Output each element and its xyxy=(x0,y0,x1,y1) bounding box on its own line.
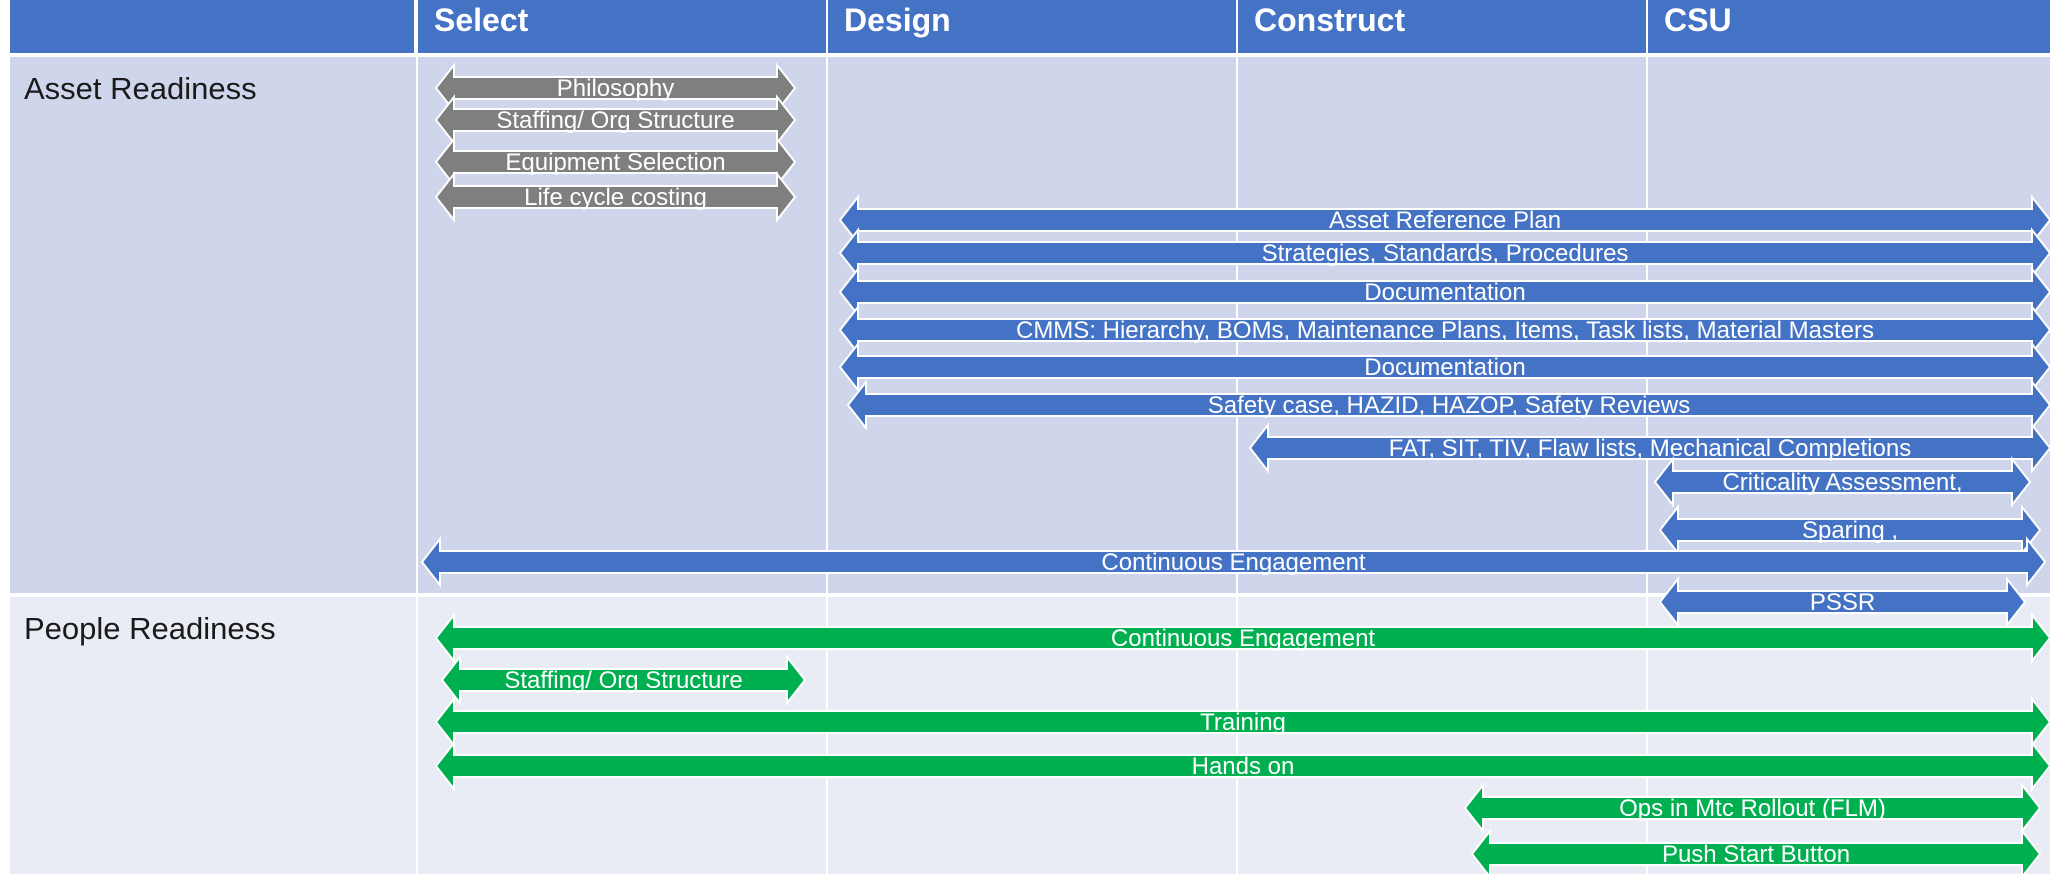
arrow-label: Strategies, Standards, Procedures xyxy=(1262,240,1629,267)
arrow-7: Documentation xyxy=(838,266,2052,318)
arrow-shape xyxy=(1653,456,2032,508)
arrow-label: Staffing/ Org Structure xyxy=(496,107,734,134)
arrow-2: Staffing/ Org Structure xyxy=(434,94,797,146)
header-left-blank xyxy=(10,0,414,53)
arrow-8: CMMS: Hierarchy, BOMs, Maintenance Plans… xyxy=(838,304,2052,356)
arrow-16: Continuous Engagement xyxy=(434,612,2052,664)
arrow-shape xyxy=(420,536,2047,588)
arrow-label: Continuous Engagement xyxy=(1111,625,1376,652)
column-header-construct: Construct xyxy=(1238,0,1646,53)
arrow-label: Safety case, HAZID, HAZOP, Safety Review… xyxy=(1208,392,1690,419)
arrow-15: PSSR xyxy=(1658,576,2027,628)
arrow-21: Push Start Button xyxy=(1470,828,2042,874)
arrow-label: Push Start Button xyxy=(1662,841,1850,868)
arrow-label: Hands on xyxy=(1192,753,1295,780)
arrow-12: Criticality Assessment, xyxy=(1653,456,2032,508)
row-label-people-readiness: People Readiness xyxy=(24,611,276,646)
arrow-label: Documentation xyxy=(1364,279,1525,306)
arrow-label: Philosophy xyxy=(557,75,674,102)
grid-line xyxy=(1646,53,1648,874)
arrow-20: Ops in Mtc Rollout (FLM) xyxy=(1463,782,2042,834)
arrow-label: Continuous Engagement xyxy=(1101,549,1366,576)
column-header-design: Design xyxy=(828,0,1236,53)
arrow-label: Documentation xyxy=(1364,354,1525,381)
arrow-6: Strategies, Standards, Procedures xyxy=(838,227,2052,279)
arrow-3: Equipment Selection xyxy=(434,136,797,188)
right-margin xyxy=(2050,0,2061,874)
arrow-14: Continuous Engagement xyxy=(420,536,2047,588)
arrow-19: Hands on xyxy=(434,740,2052,792)
arrow-label: Asset Reference Plan xyxy=(1329,207,1561,234)
arrow-label: Life cycle costing xyxy=(524,184,707,211)
arrow-shape xyxy=(1463,782,2042,834)
arrow-17: Staffing/ Org Structure xyxy=(440,654,807,706)
row-label-asset-readiness: Asset Readiness xyxy=(24,71,257,106)
arrow-18: Training xyxy=(434,696,2052,748)
arrow-shape xyxy=(1658,576,2027,628)
arrow-9: Documentation xyxy=(838,341,2052,393)
arrow-shape xyxy=(434,94,797,146)
arrow-label: Equipment Selection xyxy=(505,149,725,176)
arrow-shape xyxy=(1658,504,2042,556)
grid-line xyxy=(416,53,418,874)
arrow-11: FAT, SIT, TIV, Flaw lists, Mechanical Co… xyxy=(1248,422,2052,474)
arrow-label: PSSR xyxy=(1810,589,1875,616)
arrow-4: Life cycle costing xyxy=(434,171,797,223)
grid-line xyxy=(1236,53,1238,874)
grid-line xyxy=(826,53,828,874)
column-header-csu: CSU xyxy=(1648,0,2050,53)
arrow-label: CMMS: Hierarchy, BOMs, Maintenance Plans… xyxy=(1016,317,1874,344)
arrow-label: Training xyxy=(1200,709,1286,736)
arrow-label: Staffing/ Org Structure xyxy=(504,667,742,694)
arrow-shape xyxy=(1470,828,2042,874)
arrow-label: Sparing , xyxy=(1802,517,1898,544)
arrow-label: Ops in Mtc Rollout (FLM) xyxy=(1619,795,1886,822)
arrow-10: Safety case, HAZID, HAZOP, Safety Review… xyxy=(846,379,2052,431)
arrow-1: Philosophy xyxy=(434,62,797,114)
arrow-shape xyxy=(440,654,807,706)
arrow-label: FAT, SIT, TIV, Flaw lists, Mechanical Co… xyxy=(1389,435,1911,462)
column-header-select: Select xyxy=(418,0,826,53)
arrow-5: Asset Reference Plan xyxy=(838,194,2052,246)
arrow-13: Sparing , xyxy=(1658,504,2042,556)
arrow-shape xyxy=(434,171,797,223)
arrow-label: Criticality Assessment, xyxy=(1722,469,1962,496)
